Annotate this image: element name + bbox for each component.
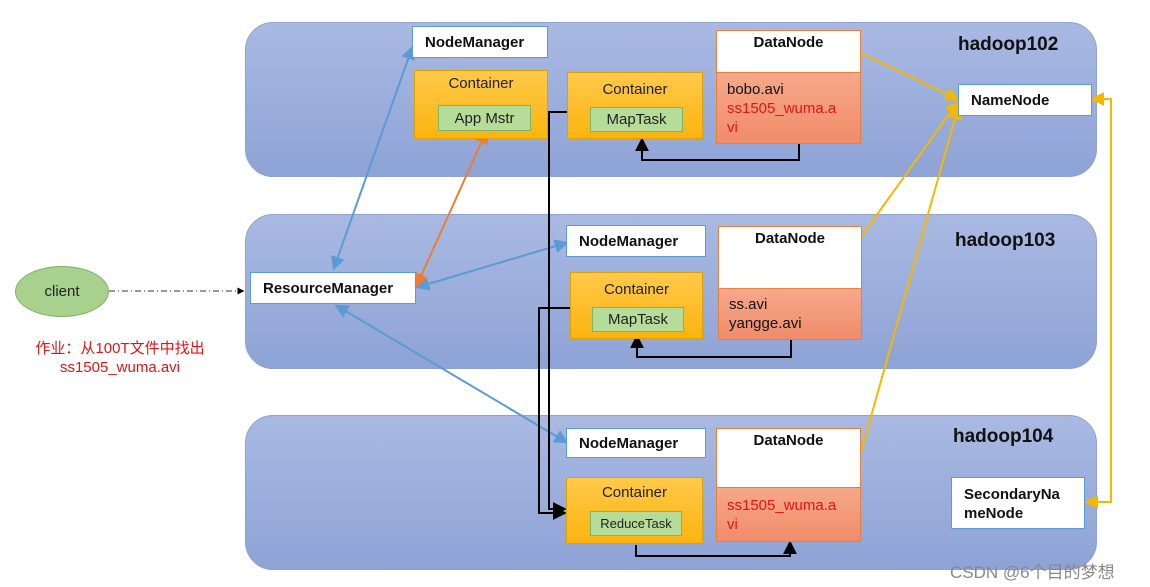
client-node: client [15,266,109,317]
datanode-label: DataNode [753,34,824,51]
container-appmaster: Container App Mstr [414,70,548,139]
file-item: ss1505_wuma.a [727,497,837,514]
host-name-hadoop104: hadoop104 [953,426,1054,447]
file-item: ss1505_wuma.a [727,100,837,117]
watermark: CSDN @6个目的梦想 [950,563,1115,582]
container-label: Container [603,281,670,298]
file-item: yangge.avi [729,315,802,332]
datanode-files: bobo.avi ss1505_wuma.a vi [717,72,860,143]
secondary-namenode: SecondaryNa meNode [951,477,1085,529]
datanode-files: ss.avi yangge.avi [719,288,861,339]
maptask-hadoop103: MapTask [592,307,684,332]
nodemanager-hadoop102: NodeManager [412,26,548,58]
maptask-hadoop102: MapTask [590,107,683,132]
job-note-line1: 作业：从100T文件中找出 [35,340,205,357]
container-maptask-hadoop103: Container MapTask [570,272,703,339]
host-name-hadoop103: hadoop103 [955,230,1056,251]
app-master-task: App Mstr [438,105,531,131]
datanode-label: DataNode [754,230,825,247]
file-item: vi [727,516,738,533]
reducetask-hadoop104: ReduceTask [590,511,682,536]
namenode: NameNode [958,84,1092,116]
container-reducetask-hadoop104: Container ReduceTask [566,477,703,544]
resource-manager: ResourceManager [250,272,416,304]
datanode-hadoop103: DataNode ss.avi yangge.avi [718,226,862,340]
job-note-line2: ss1505_wuma.avi [59,359,181,376]
nodemanager-hadoop103: NodeManager [566,225,706,257]
secondary-namenode-label-line1: SecondaryNa [964,486,1060,503]
container-label: Container [448,75,514,92]
file-item: bobo.avi [727,81,784,98]
datanode-hadoop102: DataNode bobo.avi ss1505_wuma.a vi [716,30,861,144]
file-item: vi [727,119,738,136]
datanode-label: DataNode [753,432,824,449]
container-maptask-hadoop102: Container MapTask [567,72,703,139]
container-label: Container [602,81,668,98]
file-item: ss.avi [729,296,768,313]
datanode-hadoop104: DataNode ss1505_wuma.a vi [716,428,861,542]
nodemanager-hadoop104: NodeManager [566,428,706,458]
host-name-hadoop102: hadoop102 [958,34,1059,55]
job-note: 作业：从100T文件中找出 ss1505_wuma.avi [0,339,240,377]
datanode-files: ss1505_wuma.a vi [717,487,860,541]
container-label: Container [601,484,668,501]
secondary-namenode-label-line2: meNode [964,505,1024,522]
